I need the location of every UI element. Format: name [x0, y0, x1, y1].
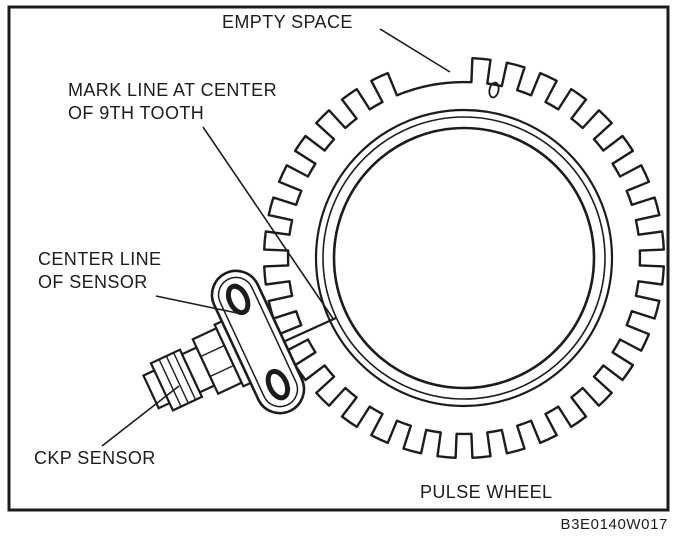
center-line-leader-line — [155, 295, 238, 314]
mark-line-leader-line — [202, 126, 335, 321]
sensor-thread-line — [158, 359, 182, 407]
wheel-ring-inner — [322, 116, 606, 400]
sensor-hex-facet-line — [200, 344, 225, 358]
rim-hole — [488, 81, 500, 99]
flange-hole-bottom — [265, 368, 291, 401]
ckp-sensor — [141, 269, 306, 415]
wheel-bore — [332, 126, 596, 390]
sensor-thread-line — [172, 352, 197, 401]
flange-hole-top — [225, 283, 251, 316]
wheel-ring-outer — [314, 108, 614, 408]
sensor-thread-line — [165, 355, 189, 404]
sensor-flange-inner — [217, 276, 299, 408]
sensor-hex-facet-line — [209, 364, 234, 378]
frame-border — [7, 5, 670, 512]
ckp-sensor-leader-line — [101, 385, 180, 447]
tooth-mark-line — [282, 316, 337, 344]
empty-space-leader-line — [379, 28, 451, 73]
